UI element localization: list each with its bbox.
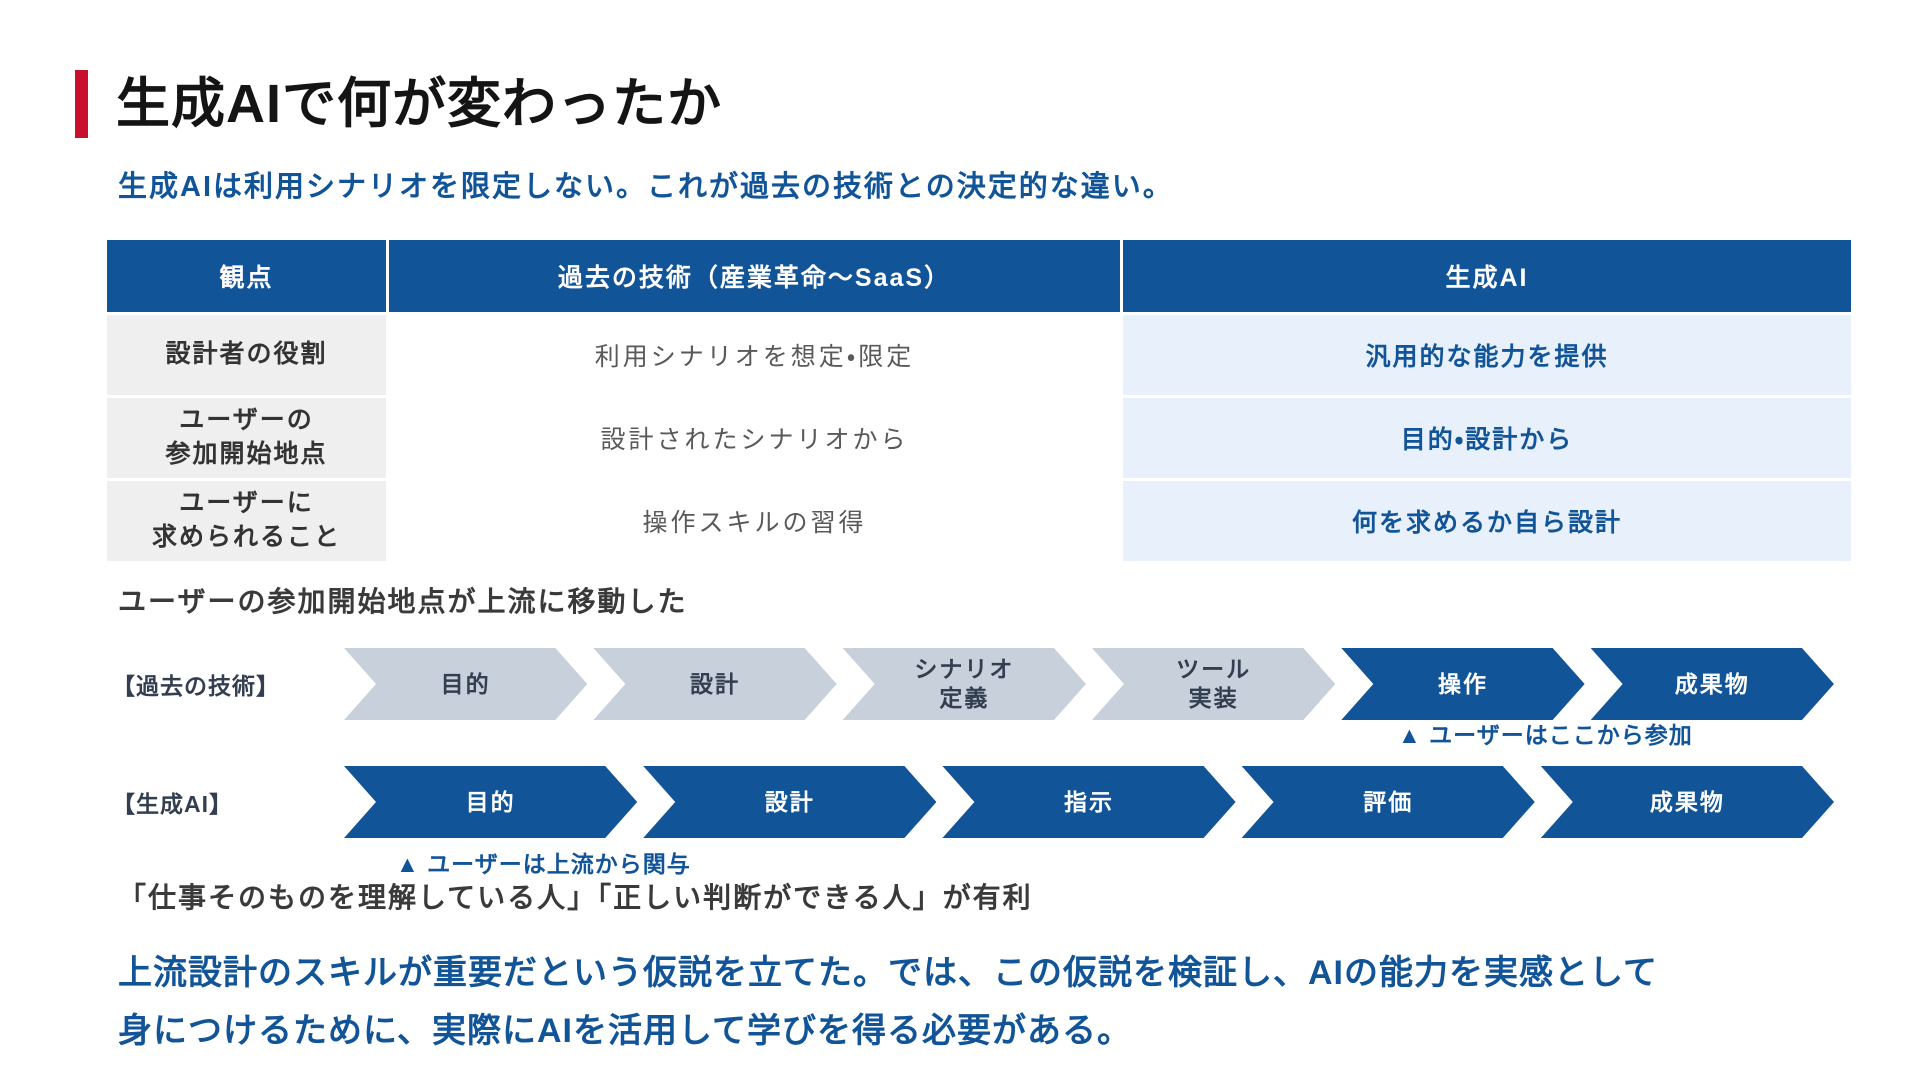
table-header-aspect: 観点 [107, 240, 386, 312]
flow-step: 操作 [1341, 648, 1584, 720]
flow-row-genai: 【生成AI】 目的 設計 指示 評価 成果物 [112, 766, 1834, 838]
flow-row-past-tech: 【過去の技術】 目的 設計 シナリオ 定義 ツール 実装 操作 成果物 [112, 648, 1834, 720]
annotation-user-joins-here: ▲ ユーザーはここから参加 [1398, 722, 1693, 748]
flow-step: 設計 [593, 648, 836, 720]
annotation-user-involved-upstream: ▲ ユーザーは上流から関与 [396, 851, 691, 877]
flow-row-label: 【過去の技術】 [112, 673, 280, 699]
flow-step: ツール 実装 [1092, 648, 1335, 720]
title-block: 生成AIで何が変わったか [75, 70, 722, 138]
table-row-aspect: 設計者の役割 [107, 315, 386, 395]
table-row-aspect: ユーザーに 求められること [107, 481, 386, 561]
table-cell-genai: 汎用的な能力を提供 [1123, 315, 1851, 395]
flow-step: 成果物 [1541, 766, 1834, 838]
flow-heading: ユーザーの参加開始地点が上流に移動した [118, 586, 688, 617]
table-cell-past: 利用シナリオを想定・限定 [389, 315, 1120, 395]
flow-step: 成果物 [1591, 648, 1834, 720]
table-row-aspect: ユーザーの 参加開始地点 [107, 398, 386, 478]
flow-step: 設計 [643, 766, 936, 838]
flow-step: 指示 [942, 766, 1235, 838]
flow-step: シナリオ 定義 [843, 648, 1086, 720]
comparison-table: 観点 過去の技術（産業革命～SaaS） 生成AI 設計者の役割 利用シナリオを想… [107, 240, 1851, 561]
flow-steps: 目的 設計 シナリオ 定義 ツール 実装 操作 成果物 [344, 648, 1834, 720]
advantage-note: 「仕事そのものを理解している人」「正しい判断ができる人」が有利 [118, 882, 1033, 913]
table-cell-genai: 目的・設計から [1123, 398, 1851, 478]
table-cell-past: 操作スキルの習得 [389, 481, 1120, 561]
table-cell-past: 設計されたシナリオから [389, 398, 1120, 478]
flow-step: 目的 [344, 648, 587, 720]
table-header-past: 過去の技術（産業革命～SaaS） [389, 240, 1120, 312]
flow-steps: 目的 設計 指示 評価 成果物 [344, 766, 1834, 838]
flow-row-label: 【生成AI】 [112, 791, 233, 817]
flow-step: 評価 [1242, 766, 1535, 838]
subtitle: 生成AIは利用シナリオを限定しない。これが過去の技術との決定的な違い。 [118, 171, 1174, 203]
flow-step: 目的 [344, 766, 637, 838]
conclusion-text: 上流設計のスキルが重要だという仮説を立てた。では、この仮説を検証し、AIの能力を… [118, 954, 1658, 1051]
table-cell-genai: 何を求めるか自ら設計 [1123, 481, 1851, 561]
page-title: 生成AIで何が変わったか [116, 74, 722, 134]
title-accent-bar [75, 70, 88, 138]
table-header-genai: 生成AI [1123, 240, 1851, 312]
